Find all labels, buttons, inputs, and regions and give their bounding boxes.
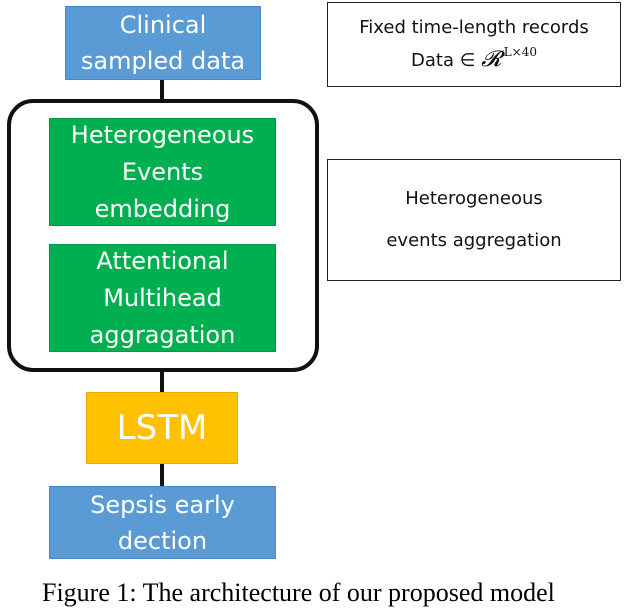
attention-line-2: Multihead — [103, 283, 222, 312]
embedding-line-3: embedding — [94, 194, 231, 223]
aggregation-note-line-2: events aggregation — [386, 230, 562, 251]
aggregation-group-frame — [7, 99, 319, 372]
aggregation-note-line-1: Heterogeneous — [405, 188, 543, 209]
embedding-line-2: Events — [121, 157, 204, 186]
sepsis-line-1: Sepsis early — [90, 490, 235, 519]
sepsis-early-detection-box: Sepsis early dection — [49, 486, 276, 559]
embedding-line-1: Heterogeneous — [70, 120, 255, 149]
connector-clinical-group — [160, 80, 164, 102]
connector-lstm-sepsis — [160, 462, 164, 488]
clinical-line-1: Clinical — [119, 11, 207, 39]
events-embedding-box: Heterogeneous Events embedding — [49, 118, 276, 226]
real-space-symbol: 𝓡 — [481, 47, 502, 72]
attentional-multihead-box: Attentional Multihead aggragation — [49, 244, 276, 352]
figure-caption: Figure 1: The architecture of our propos… — [42, 578, 555, 607]
records-note-line-1: Fixed time-length records — [359, 17, 589, 38]
lstm-label: LSTM — [116, 408, 208, 448]
dimension-superscript: L×40 — [503, 45, 537, 59]
connector-group-lstm — [160, 368, 164, 394]
clinical-sampled-data-box: Clinical sampled data — [65, 6, 261, 80]
clinical-line-2: sampled data — [80, 47, 246, 75]
records-data-prefix: Data ∈ — [411, 50, 476, 71]
aggregation-note-box: Heterogeneous events aggregation — [327, 159, 621, 281]
sepsis-line-2: dection — [117, 526, 208, 555]
attention-line-3: aggragation — [89, 320, 236, 349]
lstm-box: LSTM — [86, 392, 238, 464]
attention-line-1: Attentional — [96, 246, 229, 275]
